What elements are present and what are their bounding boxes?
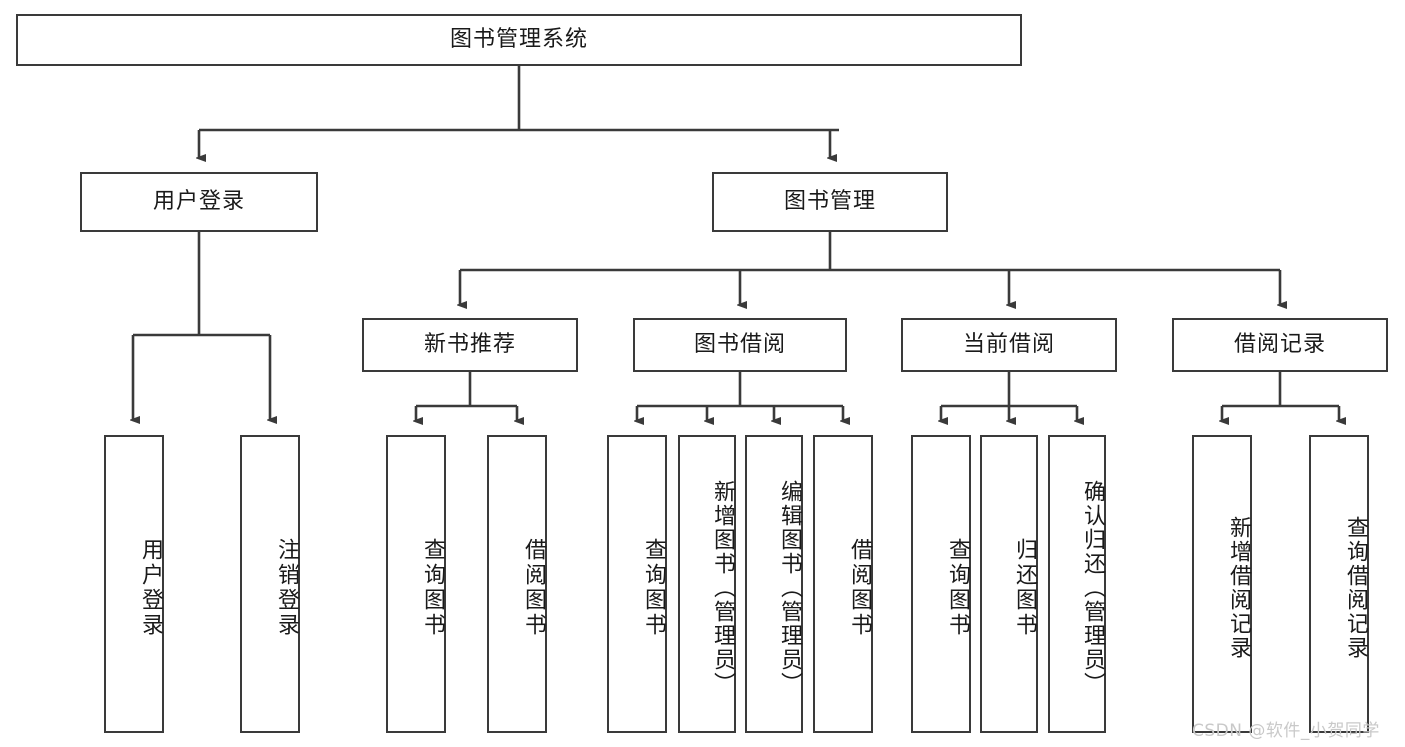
node-book-borrowing[interactable]: 图书借阅 [633,318,847,372]
node-label: 新书推荐 [423,331,516,357]
node-label: 新增借阅记录 [1226,516,1251,660]
node-leaf-return-book[interactable]: 归还图书 [980,435,1038,733]
node-label: 注销登录 [274,538,299,638]
node-label: 查询图书 [641,538,666,638]
node-label: 确认归还（管理员） [1080,480,1105,696]
node-label: 图书借阅 [693,331,786,357]
node-label: 用户登录 [138,538,163,638]
node-leaf-borrow-book[interactable]: 借阅图书 [813,435,873,733]
node-label: 编辑图书（管理员） [777,480,802,696]
node-leaf-logout[interactable]: 注销登录 [240,435,300,733]
node-leaf-add-book-admin[interactable]: 新增图书（管理员） [678,435,736,733]
node-label: 查询图书 [945,538,970,638]
node-current-borrowing[interactable]: 当前借阅 [901,318,1117,372]
node-label: 图书管理 [783,188,876,214]
node-leaf-query-book-borrow[interactable]: 查询图书 [607,435,667,733]
node-root-book-management-system[interactable]: 图书管理系统 [16,14,1022,66]
node-label: 借阅图书 [521,538,546,638]
node-label: 借阅图书 [847,538,872,638]
node-label: 查询借阅记录 [1343,516,1368,660]
node-new-book-recommendation[interactable]: 新书推荐 [362,318,578,372]
node-borrowing-records[interactable]: 借阅记录 [1172,318,1388,372]
node-book-management[interactable]: 图书管理 [712,172,948,232]
node-label: 用户登录 [152,188,245,214]
node-label: 当前借阅 [962,331,1055,357]
node-leaf-query-book-recommend[interactable]: 查询图书 [386,435,446,733]
node-leaf-edit-book-admin[interactable]: 编辑图书（管理员） [745,435,803,733]
node-leaf-borrow-book-recommend[interactable]: 借阅图书 [487,435,547,733]
node-leaf-confirm-return-admin[interactable]: 确认归还（管理员） [1048,435,1106,733]
node-leaf-query-book-current[interactable]: 查询图书 [911,435,971,733]
node-leaf-add-borrow-record[interactable]: 新增借阅记录 [1192,435,1252,733]
node-label: 查询图书 [420,538,445,638]
node-label: 图书管理系统 [449,26,588,52]
node-label: 新增图书（管理员） [710,480,735,696]
watermark-text: CSDN @软件_小贺同学 [1192,721,1380,741]
node-label: 归还图书 [1012,538,1037,638]
node-leaf-user-login[interactable]: 用户登录 [104,435,164,733]
node-user-login[interactable]: 用户登录 [80,172,318,232]
csdn-watermark: CSDN @软件_小贺同学 [1192,716,1380,741]
node-label: 借阅记录 [1233,331,1326,357]
node-leaf-query-borrow-record[interactable]: 查询借阅记录 [1309,435,1369,733]
